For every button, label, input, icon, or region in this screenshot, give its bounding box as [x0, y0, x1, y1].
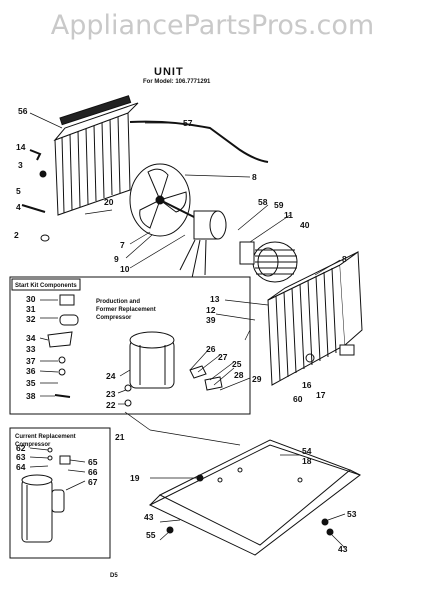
blower-wheel: [252, 241, 298, 283]
callout-54: 54: [302, 446, 312, 456]
screw-part-2: [321, 518, 329, 526]
production-note-1: Production and: [96, 299, 140, 305]
callout-2: 2: [14, 230, 19, 240]
discharge-pipe: [129, 120, 269, 163]
callout-13: 13: [210, 294, 220, 304]
motor-bracket: [239, 241, 255, 265]
callout-8-right: 8: [342, 254, 347, 264]
current-compressor: [21, 474, 65, 543]
callout-21: 21: [115, 432, 125, 442]
screw-part-4: [326, 528, 334, 536]
callout-39: 39: [206, 315, 216, 325]
sensor-part: [305, 353, 315, 363]
diagram-title: UNIT: [154, 66, 184, 78]
washer-part: [58, 356, 66, 364]
callout-20: 20: [104, 197, 114, 207]
production-compressor: [129, 331, 175, 389]
callout-62: 62: [16, 443, 26, 453]
base-pan: [148, 439, 362, 556]
callout-26: 26: [206, 344, 216, 354]
callout-37: 37: [26, 356, 36, 366]
callout-28: 28: [234, 370, 244, 380]
callout-33: 33: [26, 344, 36, 354]
evaporator-coil: [267, 251, 363, 386]
mount-part-2: [124, 399, 132, 407]
screw-part: [39, 170, 47, 178]
callout-55: 55: [146, 530, 156, 540]
callout-66: 66: [88, 467, 98, 477]
callout-17: 17: [316, 390, 326, 400]
start-kit-label: Start Kit Components: [15, 283, 77, 289]
callout-11: 11: [284, 210, 293, 220]
callout-18: 18: [302, 456, 312, 466]
callout-53: 53: [347, 509, 357, 519]
bracket-part: [29, 149, 42, 161]
fan-motor: [179, 210, 227, 279]
current-note-2: Compressor: [15, 442, 51, 448]
callout-60: 60: [293, 394, 303, 404]
clip-small: [54, 394, 71, 398]
callout-3: 3: [18, 160, 23, 170]
model-number: For Model: 106.7771291: [143, 79, 211, 85]
callout-64: 64: [16, 462, 26, 472]
callout-40: 40: [300, 220, 310, 230]
callout-12: 12: [206, 305, 216, 315]
callout-32: 32: [26, 314, 36, 324]
callout-19: 19: [130, 473, 140, 483]
relay-part: [59, 294, 75, 306]
callout-25: 25: [232, 359, 242, 369]
callout-36: 36: [26, 366, 36, 376]
bracket-part-2: [204, 376, 223, 391]
callout-57: 57: [183, 118, 193, 128]
callout-65: 65: [88, 457, 98, 467]
grommet-part: [40, 234, 50, 242]
callout-22: 22: [106, 400, 116, 410]
callout-27: 27: [218, 352, 228, 362]
callout-7: 7: [120, 240, 125, 250]
callout-14: 14: [16, 142, 26, 152]
callout-56: 56: [18, 106, 28, 116]
watermark-text: AppliancePartsPros.com: [50, 10, 375, 41]
callout-43-right: 43: [338, 544, 348, 554]
callout-63: 63: [16, 452, 26, 462]
callout-24: 24: [106, 371, 116, 381]
production-note-3: Compressor: [96, 315, 132, 321]
callout-31: 31: [26, 304, 36, 314]
callout-8-top: 8: [252, 172, 257, 182]
overload-part: [47, 331, 73, 348]
nut-part: [58, 368, 66, 376]
callout-4: 4: [16, 202, 21, 212]
callout-34: 34: [26, 333, 36, 343]
figure-code: D5: [110, 573, 118, 579]
screw-part-3: [166, 526, 174, 534]
production-note-2: Former Replacement: [96, 307, 156, 313]
callout-43-left: 43: [144, 512, 154, 522]
mount-part: [124, 384, 132, 392]
clip-part: [339, 344, 355, 356]
callout-29: 29: [252, 374, 262, 384]
callout-10: 10: [120, 264, 130, 274]
callout-16: 16: [302, 380, 312, 390]
callout-23: 23: [106, 389, 116, 399]
callout-5: 5: [16, 186, 21, 196]
callout-9: 9: [114, 254, 119, 264]
callout-35: 35: [26, 378, 36, 388]
capacitor-part: [59, 314, 79, 326]
callout-59: 59: [274, 200, 284, 210]
callout-38: 38: [26, 391, 36, 401]
current-note-1: Current Replacement: [15, 434, 76, 440]
callout-30: 30: [26, 294, 36, 304]
terminal-part: [59, 455, 71, 465]
callout-58: 58: [258, 197, 268, 207]
callout-67: 67: [88, 477, 98, 487]
rod-part: [21, 204, 46, 213]
leader-lines: [29, 112, 346, 549]
condenser-coil: [53, 95, 139, 216]
